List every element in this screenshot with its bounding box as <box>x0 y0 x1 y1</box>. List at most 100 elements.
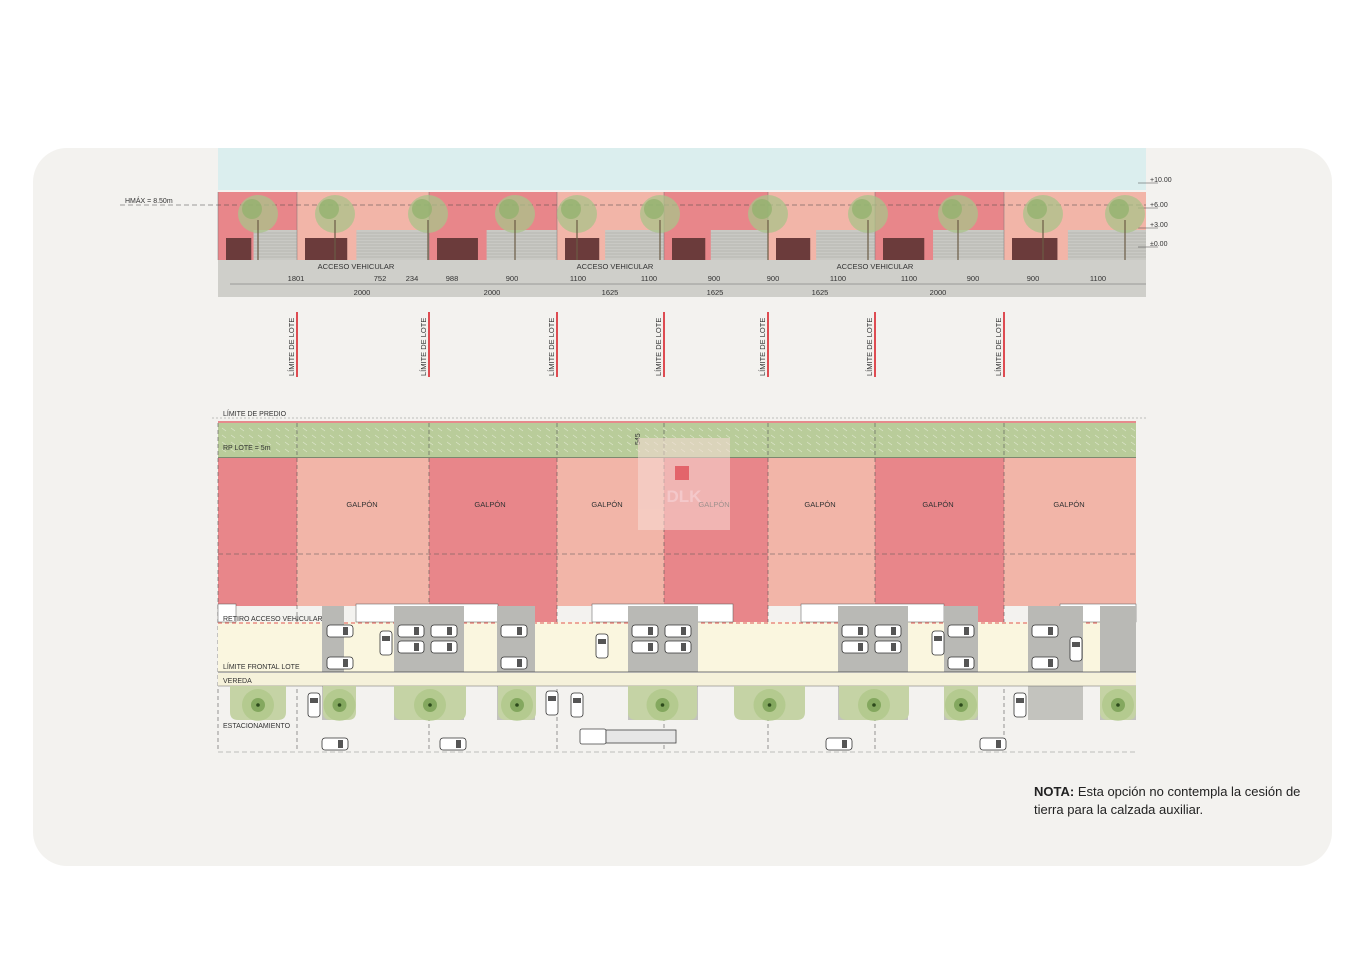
car <box>947 656 975 670</box>
front-notch <box>217 603 237 623</box>
car <box>1031 656 1059 670</box>
car <box>1069 636 1083 662</box>
car <box>430 640 458 654</box>
ground-strip <box>218 260 1146 297</box>
dimension-value: 2000 <box>930 288 947 297</box>
dimension-value: 2000 <box>354 288 371 297</box>
car <box>430 624 458 638</box>
lot-limit-marker: LÍMITE DE LOTE <box>419 312 430 377</box>
car <box>631 624 659 638</box>
sky-band <box>218 148 1146 190</box>
dimension-value: 1801 <box>288 274 305 283</box>
lot-building <box>428 423 557 752</box>
lot-limit-marker: LÍMITE DE LOTE <box>758 312 769 377</box>
watermark: DLK <box>638 438 730 530</box>
dimension-value: 1100 <box>1090 274 1106 283</box>
lot-limit-label: LÍMITE DE LOTE <box>994 318 1003 376</box>
dimension-value: 1625 <box>602 288 619 297</box>
note-bold: NOTA: <box>1034 784 1075 799</box>
car <box>931 630 945 656</box>
level-label: +3.00 <box>1150 222 1168 229</box>
lot-building <box>556 423 664 752</box>
lot-limit-label: LÍMITE DE LOTE <box>287 318 296 376</box>
dimension-value: 1625 <box>707 288 724 297</box>
tree-elevation <box>238 195 278 260</box>
lot-limit-label: LÍMITE DE LOTE <box>758 318 767 376</box>
dimension-value: 1625 <box>812 288 829 297</box>
access-label: ACCESO VEHICULAR <box>318 262 395 271</box>
dimension-value: 900 <box>1027 274 1040 283</box>
car <box>397 624 425 638</box>
car <box>825 737 853 751</box>
level-label: ±0.00 <box>1150 241 1168 248</box>
estacionamiento-label: ESTACIONAMIENTO <box>223 723 291 730</box>
tree-elevation <box>1023 195 1063 260</box>
tree-elevation <box>495 195 535 260</box>
lot-limit-marker: LÍMITE DE LOTE <box>547 312 558 377</box>
car <box>874 624 902 638</box>
elevation-bay <box>296 192 429 260</box>
tree-island <box>628 686 697 721</box>
dimension-value: 900 <box>767 274 780 283</box>
tree-elevation <box>938 195 978 260</box>
tree-island <box>498 686 536 721</box>
dimension-value: 900 <box>708 274 721 283</box>
car <box>570 692 584 718</box>
car <box>947 624 975 638</box>
lot-building <box>296 423 429 752</box>
car <box>841 640 869 654</box>
car <box>979 737 1007 751</box>
predio-label: LÍMITE DE PREDIO <box>223 409 287 418</box>
galpon-label: GALPÓN <box>474 500 505 509</box>
vereda-band <box>218 673 1136 686</box>
dimension-value: 900 <box>506 274 519 283</box>
car <box>326 624 354 638</box>
access-label: ACCESO VEHICULAR <box>837 262 914 271</box>
lot-building <box>217 423 297 752</box>
lot-limit-marker: LÍMITE DE LOTE <box>994 312 1005 377</box>
dimension-value: 1100 <box>570 274 586 283</box>
retiro-label: RETIRO ACCESO VEHICULAR 7.5M <box>223 616 340 623</box>
lot-limit-marker: LÍMITE DE LOTE <box>654 312 665 377</box>
car <box>307 692 321 718</box>
vereda-label: VEREDA <box>223 678 252 685</box>
galpon-label: GALPÓN <box>591 500 622 509</box>
lot-limit-label: LÍMITE DE LOTE <box>654 318 663 376</box>
access-label: ACCESO VEHICULAR <box>577 262 654 271</box>
dimension-value: 900 <box>967 274 980 283</box>
lot-limit-marker: LÍMITE DE LOTE <box>287 312 298 377</box>
car <box>500 656 528 670</box>
car <box>545 690 559 716</box>
note-text: Esta opción no contempla la cesión de ti… <box>1034 784 1301 817</box>
car <box>664 624 692 638</box>
tree-island <box>734 686 805 721</box>
lot-building <box>1003 423 1136 752</box>
car <box>664 640 692 654</box>
galpon-label: GALPÓN <box>346 500 377 509</box>
dimension-value: 752 <box>374 274 387 283</box>
dimension-value: 234 <box>406 274 419 283</box>
tree-island <box>839 686 909 721</box>
car <box>1031 624 1059 638</box>
limite-frontal-label: LÍMITE FRONTAL LOTE <box>223 662 300 671</box>
tree-island <box>394 686 466 721</box>
elevation-bay <box>428 192 557 260</box>
tree-elevation <box>408 195 448 260</box>
car <box>321 737 349 751</box>
truck <box>579 728 677 745</box>
tree-island <box>323 686 356 721</box>
car <box>379 630 393 656</box>
tree-elevation <box>315 195 355 260</box>
tree-island <box>944 686 978 721</box>
elevation-bay <box>663 192 768 260</box>
tree-elevation <box>1105 195 1145 260</box>
lot-limit-label: LÍMITE DE LOTE <box>547 318 556 376</box>
car <box>874 640 902 654</box>
car <box>631 640 659 654</box>
watermark-text: DLK <box>667 487 703 506</box>
dimension-value: 988 <box>446 274 459 283</box>
tree-island <box>230 686 286 721</box>
note: NOTA: Esta opción no contempla la cesión… <box>1034 783 1324 819</box>
